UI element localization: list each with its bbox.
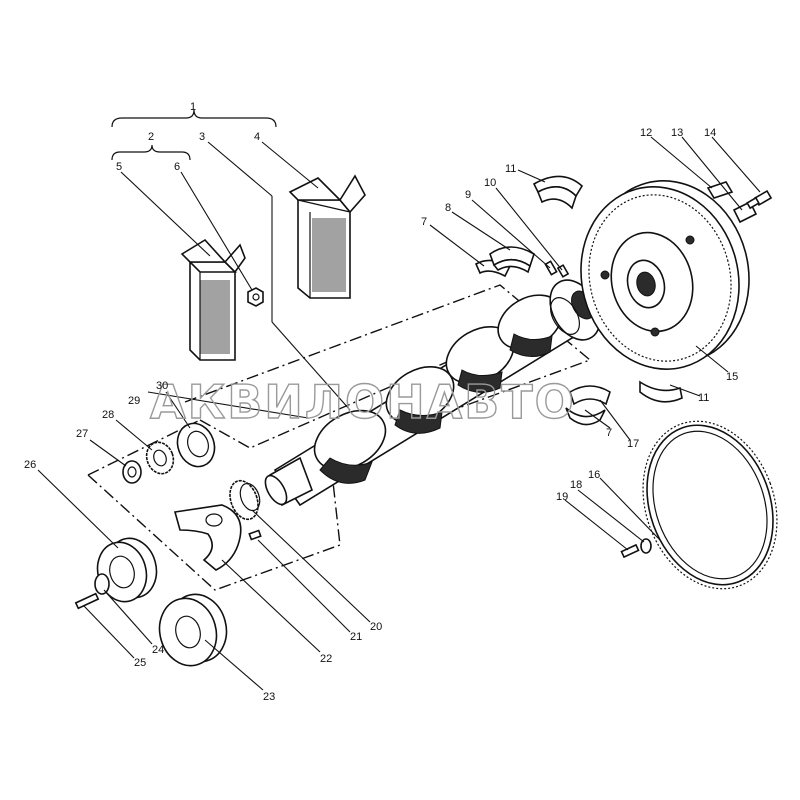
- callout-7-lower: 7: [606, 427, 612, 439]
- callout-10: 10: [484, 177, 496, 189]
- callout-15: 15: [726, 371, 738, 383]
- callout-6: 6: [174, 161, 180, 173]
- bolt-25: [74, 592, 100, 610]
- callout-3: 3: [199, 131, 205, 143]
- callout-26: 26: [24, 459, 36, 471]
- callout-21: 21: [350, 631, 362, 643]
- pin-9: [544, 260, 558, 276]
- callout-28: 28: [102, 409, 114, 421]
- callout-27: 27: [76, 428, 88, 440]
- callout-9: 9: [465, 189, 471, 201]
- seal-30: [176, 422, 216, 468]
- bearing-pack-box-4: [288, 174, 366, 299]
- bolt-14: [746, 189, 773, 210]
- callout-18: 18: [570, 479, 582, 491]
- callout-14: 14: [704, 127, 716, 139]
- callout-23: 23: [263, 691, 275, 703]
- bearing-shell-17: [569, 385, 611, 406]
- callout-7-upper: 7: [421, 216, 427, 228]
- callout-17: 17: [627, 438, 639, 450]
- callout-24: 24: [152, 644, 164, 656]
- callout-22: 22: [320, 653, 332, 665]
- bearing-shell-7-lower: [565, 407, 606, 426]
- callout-12: 12: [640, 127, 652, 139]
- key-21: [248, 529, 262, 541]
- callout-labels: 1 2 3 4 5 6 7 8 9 10 11 11 12 13 14 15 7…: [24, 101, 738, 703]
- thrust-washer-11-upper: [532, 175, 584, 210]
- callout-5: 5: [116, 161, 122, 173]
- callout-11-upper: 11: [505, 163, 516, 175]
- callout-13: 13: [671, 127, 683, 139]
- lock-washer-28: [145, 441, 175, 475]
- front-assembly-boundary: [87, 419, 341, 591]
- callout-1: 1: [190, 101, 196, 113]
- callout-19: 19: [556, 491, 568, 503]
- bearing-shell-8: [489, 246, 535, 274]
- callout-29: 29: [128, 395, 140, 407]
- flywheel-15: [580, 180, 750, 370]
- callout-2: 2: [148, 131, 154, 143]
- callout-8: 8: [445, 202, 451, 214]
- callout-30: 30: [156, 380, 168, 392]
- callout-20: 20: [370, 621, 382, 633]
- gear-20: [229, 479, 261, 521]
- callout-25: 25: [134, 657, 146, 669]
- ring-gear-16: [642, 420, 778, 590]
- bearing-pack-box-5: [180, 238, 246, 361]
- group-2-brace: [111, 144, 191, 161]
- crankshaft: [264, 279, 601, 507]
- leader-lines: [37, 136, 761, 691]
- counterweight-22: [173, 504, 242, 571]
- group-1-brace: [111, 109, 277, 128]
- washer-24: [94, 573, 110, 595]
- pulley-26: [96, 537, 158, 603]
- pulley-23: [158, 593, 228, 667]
- nut-6: [247, 287, 264, 307]
- callout-16: 16: [588, 469, 600, 481]
- thrust-washer-11-lower: [639, 380, 683, 403]
- washer-18: [640, 538, 652, 554]
- bolt-19: [620, 543, 640, 559]
- callout-4: 4: [254, 131, 260, 143]
- watermark-text: АКВИЛОНАВТО: [150, 375, 576, 429]
- nut-27: [122, 460, 142, 484]
- callout-11-lower: 11: [698, 392, 709, 404]
- lock-plate-12: [706, 181, 734, 199]
